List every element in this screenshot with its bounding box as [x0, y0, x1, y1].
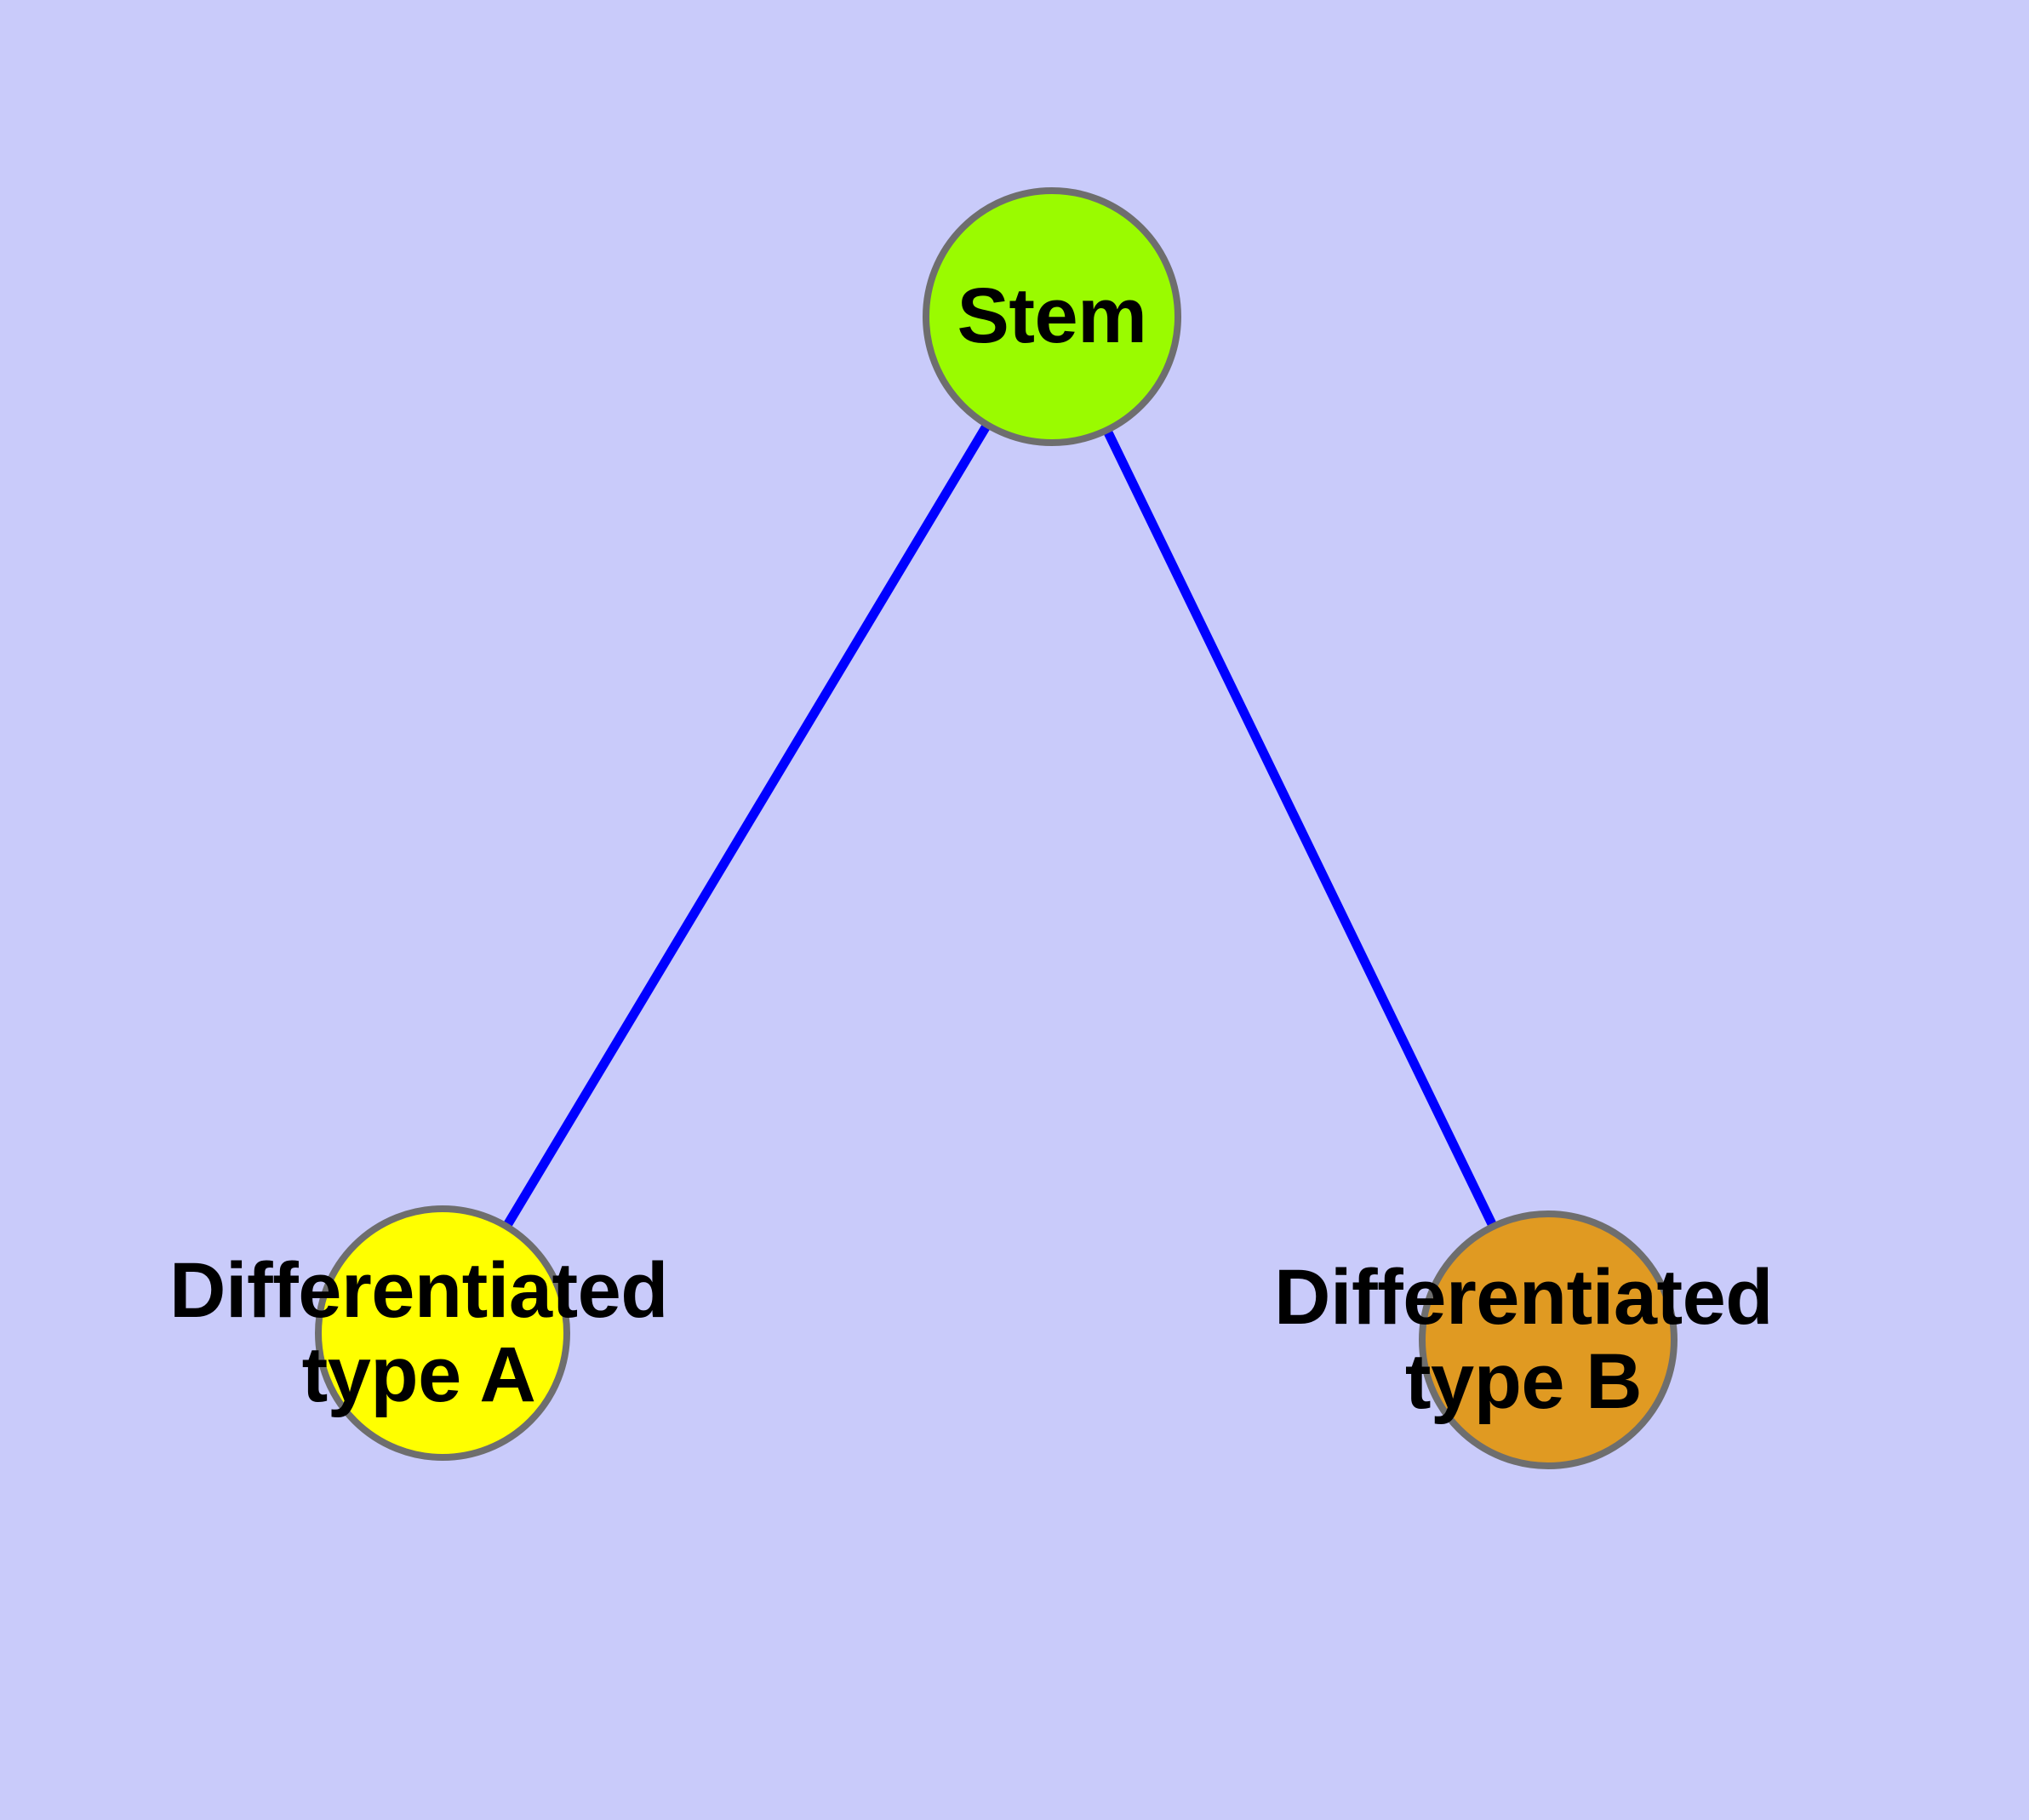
node-differentiated-type-b[interactable]: [1419, 1210, 1677, 1469]
node-differentiated-type-a[interactable]: [315, 1205, 570, 1461]
edge-stem-to-diff-b[interactable]: [1048, 314, 1552, 1342]
node-stem[interactable]: [923, 187, 1181, 446]
edge-stem-to-diff-a[interactable]: [438, 314, 1056, 1336]
